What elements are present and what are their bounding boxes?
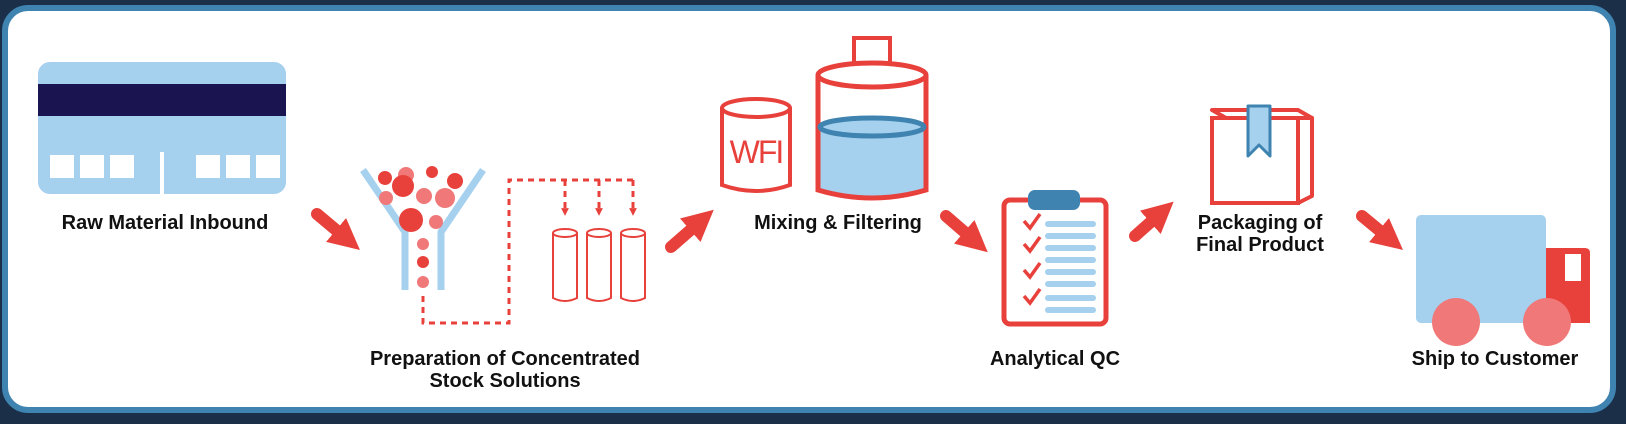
tank-label: WFI [730, 134, 783, 170]
arrow-icon [311, 208, 360, 251]
delivery-truck-icon [1416, 215, 1590, 346]
warehouse-icon [38, 62, 286, 194]
arrow-icon [665, 209, 714, 253]
arrow-icon [1129, 201, 1174, 242]
step-label-packaging: Packaging of Final Product [1196, 212, 1324, 256]
package-box-icon [1210, 104, 1314, 205]
funnel-icon [360, 166, 486, 290]
clipboard-checklist-icon [1001, 190, 1109, 327]
step-label-qc: Analytical QC [989, 348, 1121, 370]
step-label-stock-solutions: Preparation of Concentrated Stock Soluti… [369, 348, 641, 392]
step-label-mixing: Mixing & Filtering [754, 212, 922, 234]
tubes-icon [421, 178, 646, 325]
arrow-icon [940, 210, 988, 253]
arrow-icon [1356, 210, 1404, 250]
mixing-tank-icon [815, 36, 929, 201]
step-label-ship: Ship to Customer [1411, 348, 1579, 370]
flow-arrows [311, 201, 1404, 253]
wfi-tank-icon: WFI [720, 97, 792, 193]
step-label-raw-material: Raw Material Inbound [61, 212, 269, 234]
